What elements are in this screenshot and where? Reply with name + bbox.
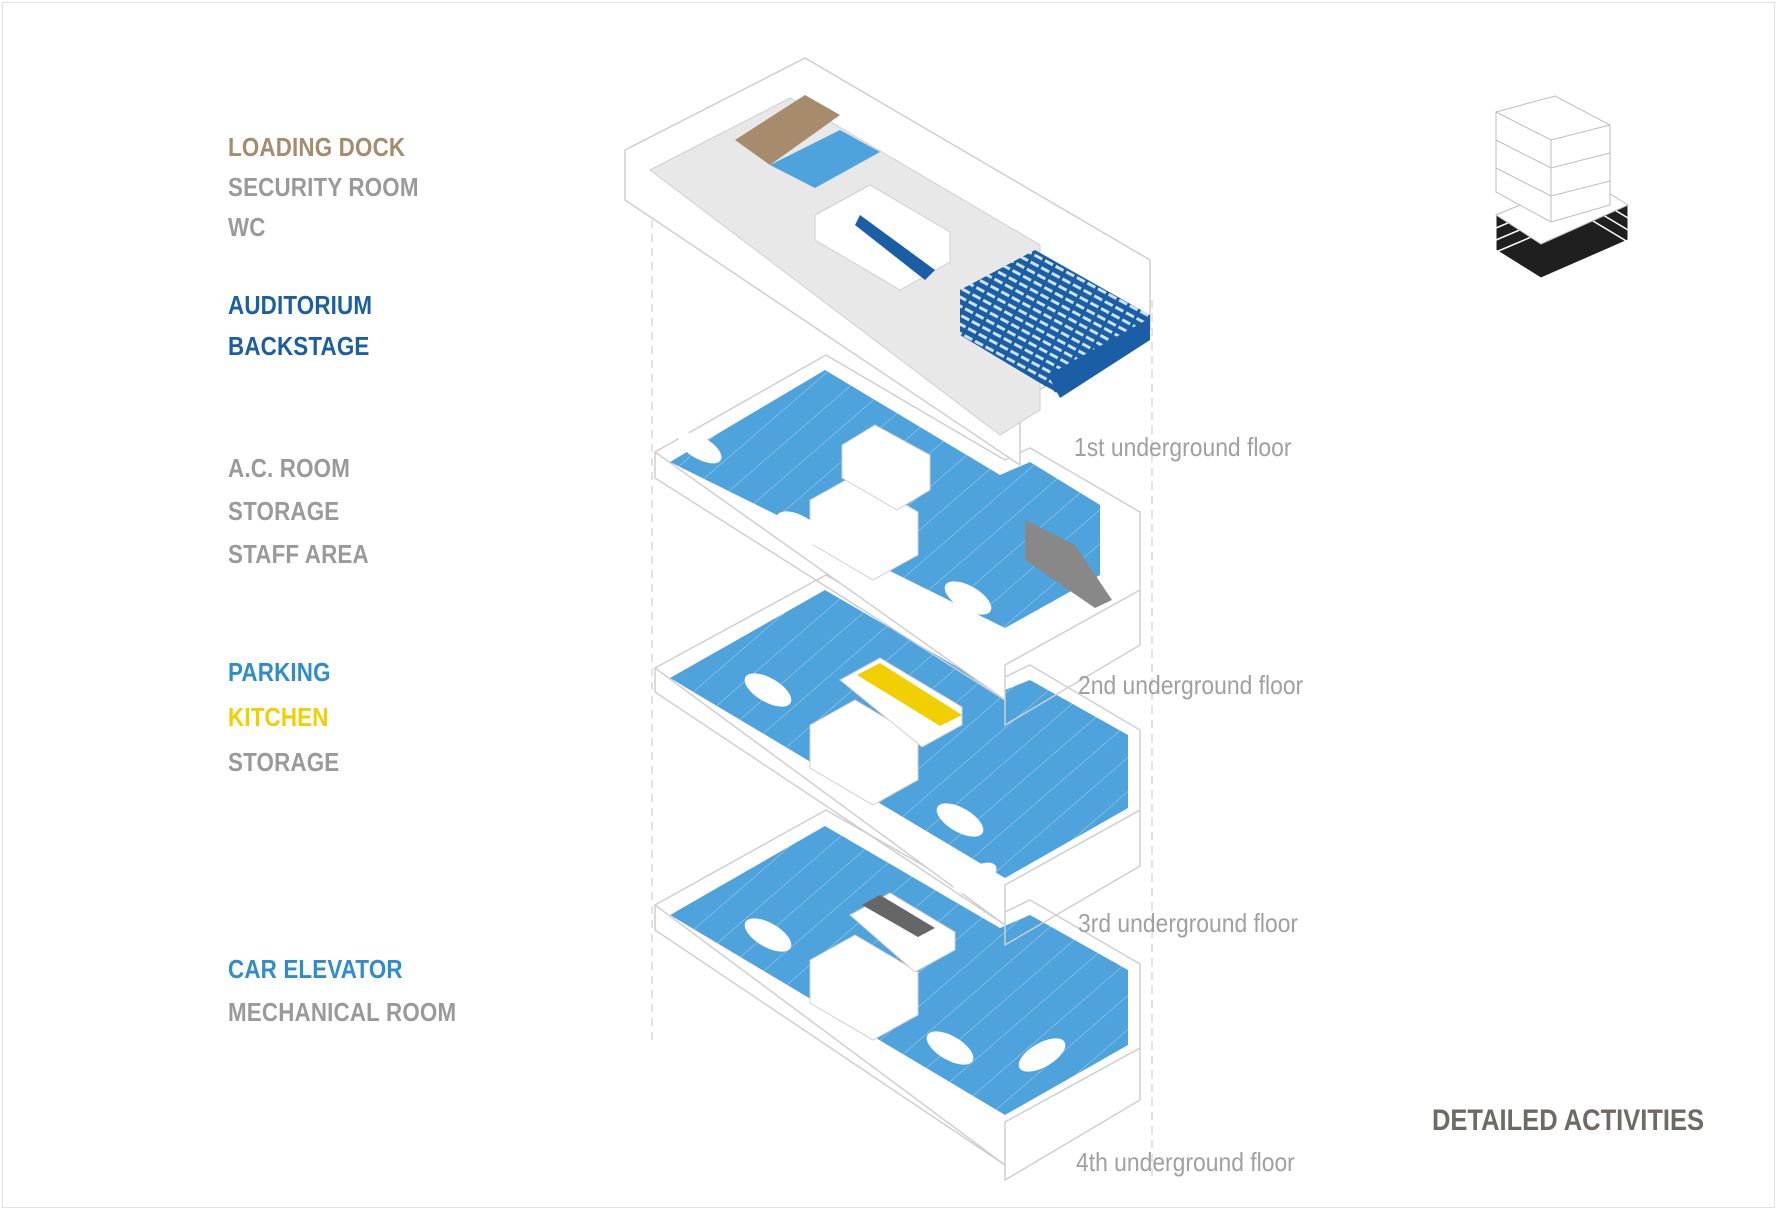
- legend-ac-room: A.C. ROOM: [228, 453, 351, 483]
- legend-loading-dock: LOADING DOCK: [228, 132, 406, 162]
- building-key-icon: [1494, 95, 1630, 279]
- floor-1-plate: [624, 57, 1151, 467]
- floor-2-plate: [653, 354, 1141, 727]
- legend-security-room: SECURITY ROOM: [228, 172, 419, 202]
- legend-wc: WC: [228, 212, 266, 242]
- legend-car-elevator: CAR ELEVATOR: [228, 954, 403, 984]
- legend-staff-area: STAFF AREA: [228, 539, 369, 569]
- floor-3-plate: [653, 574, 1141, 947]
- legend-backstage: BACKSTAGE: [228, 331, 370, 361]
- legend-auditorium: AUDITORIUM: [228, 290, 373, 320]
- floor-label-4th: 4th underground floor: [1076, 1147, 1295, 1177]
- guide-lines: [651, 220, 1153, 1180]
- legend-parking: PARKING: [228, 657, 331, 687]
- floor-label-3rd: 3rd underground floor: [1078, 908, 1299, 938]
- floor-label-2nd: 2nd underground floor: [1078, 670, 1304, 700]
- diagram-title: DETAILED ACTIVITIES: [1432, 1104, 1705, 1137]
- legend-storage: STORAGE: [228, 496, 340, 526]
- floor-label-1st: 1st underground floor: [1074, 432, 1292, 462]
- legend-kitchen: KITCHEN: [228, 702, 329, 732]
- legend-storage-2: STORAGE: [228, 747, 340, 777]
- legend-mechanical-room: MECHANICAL ROOM: [228, 997, 457, 1027]
- floor-4-plate: [653, 809, 1141, 1182]
